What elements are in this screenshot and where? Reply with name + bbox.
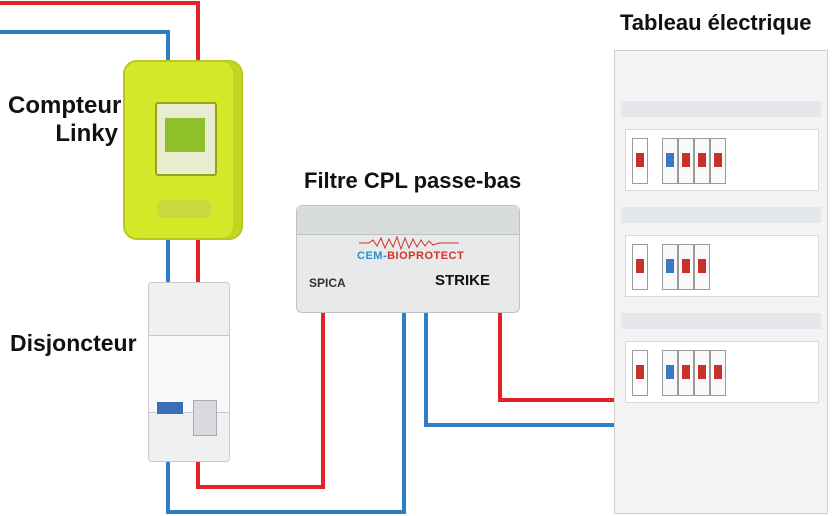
- panel-row-3: [625, 341, 819, 403]
- filtre-label: Filtre CPL passe-bas: [304, 168, 522, 193]
- compteur-label-line1: Compteur: [8, 92, 122, 119]
- phase-wire-breaker-filter: [196, 311, 325, 489]
- disjoncteur-label: Disjoncteur: [10, 330, 137, 356]
- electrical-panel: [614, 50, 828, 514]
- breaker-module: [632, 244, 648, 290]
- main-breaker: [148, 282, 230, 462]
- breaker-module: [662, 244, 678, 290]
- neutral-wire: [0, 30, 170, 60]
- breaker-module: [678, 350, 694, 396]
- filter-brand: CEM-BIOPROTECT: [357, 250, 464, 262]
- panel-cover-2: [621, 207, 821, 223]
- breaker-module: [678, 244, 694, 290]
- filter-maker: SPICA: [309, 276, 346, 290]
- breaker-module: [632, 350, 648, 396]
- breaker-module: [694, 244, 710, 290]
- breaker-module: [694, 350, 710, 396]
- breaker-handle: [193, 400, 217, 436]
- breaker-face: [149, 335, 229, 436]
- breaker-module: [678, 138, 694, 184]
- breaker-module: [662, 350, 678, 396]
- linky-meter: [123, 60, 243, 240]
- compteur-label: Compteur Linky: [8, 92, 122, 148]
- filter-top: [297, 206, 519, 235]
- meter-screen: [155, 102, 217, 176]
- breaker-module: [710, 350, 726, 396]
- filter-brand-part2: BIOPROTECT: [387, 250, 465, 262]
- neutral-wire-filter-panel: [424, 311, 614, 427]
- panel-row-1: [625, 129, 819, 191]
- breaker-module: [662, 138, 678, 184]
- neutral-wire-breaker-filter: [166, 311, 406, 514]
- phase-wire-filter-panel: [498, 311, 614, 402]
- compteur-label-line2: Linky: [55, 120, 118, 147]
- filter-model: STRIKE: [435, 272, 491, 289]
- breaker-tag: [157, 402, 183, 414]
- filter-brand-part1: CEM-: [357, 250, 388, 262]
- panel-cover-3: [621, 313, 821, 329]
- tableau-label: Tableau électrique: [620, 10, 812, 35]
- cpl-filter: CEM-BIOPROTECT SPICA STRIKE: [296, 205, 520, 313]
- meter-lcd: [165, 118, 205, 152]
- breaker-module: [632, 138, 648, 184]
- panel-row-2: [625, 235, 819, 297]
- panel-cover-1: [621, 101, 821, 117]
- breaker-module: [694, 138, 710, 184]
- meter-button: [157, 200, 211, 218]
- signal-wave-icon: [359, 236, 459, 250]
- phase-wire: [0, 1, 200, 60]
- breaker-module: [710, 138, 726, 184]
